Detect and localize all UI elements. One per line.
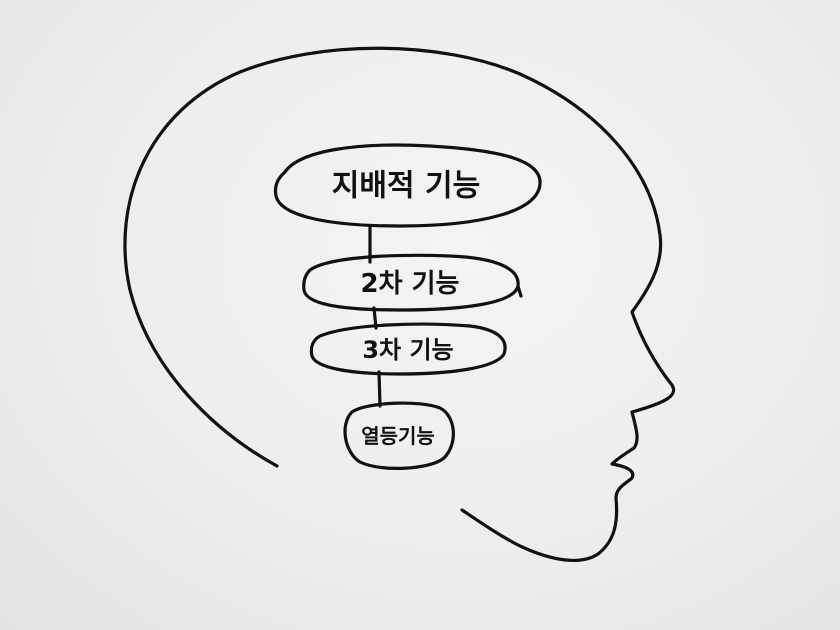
connector-tertiary-inferior bbox=[377, 370, 382, 408]
node-dominant-function: 지배적 기능 bbox=[273, 143, 542, 228]
node-secondary-label: 2차 기능 bbox=[361, 269, 460, 299]
node-tertiary-function: 3차 기능 bbox=[309, 322, 507, 376]
node-tertiary-ellipse bbox=[309, 322, 507, 376]
node-inferior-ellipse bbox=[343, 401, 455, 470]
node-inferior-function: 열등기능 bbox=[343, 401, 455, 470]
node-tertiary-label: 3차 기능 bbox=[362, 336, 453, 364]
head-profile-outline bbox=[123, 46, 676, 562]
node-secondary-ellipse bbox=[302, 253, 523, 312]
node-dominant-ellipse bbox=[273, 143, 542, 228]
node-dominant-label: 지배적 기능 bbox=[332, 169, 480, 204]
node-inferior-label: 열등기능 bbox=[361, 424, 435, 448]
node-secondary-function: 2차 기능 bbox=[302, 253, 523, 312]
